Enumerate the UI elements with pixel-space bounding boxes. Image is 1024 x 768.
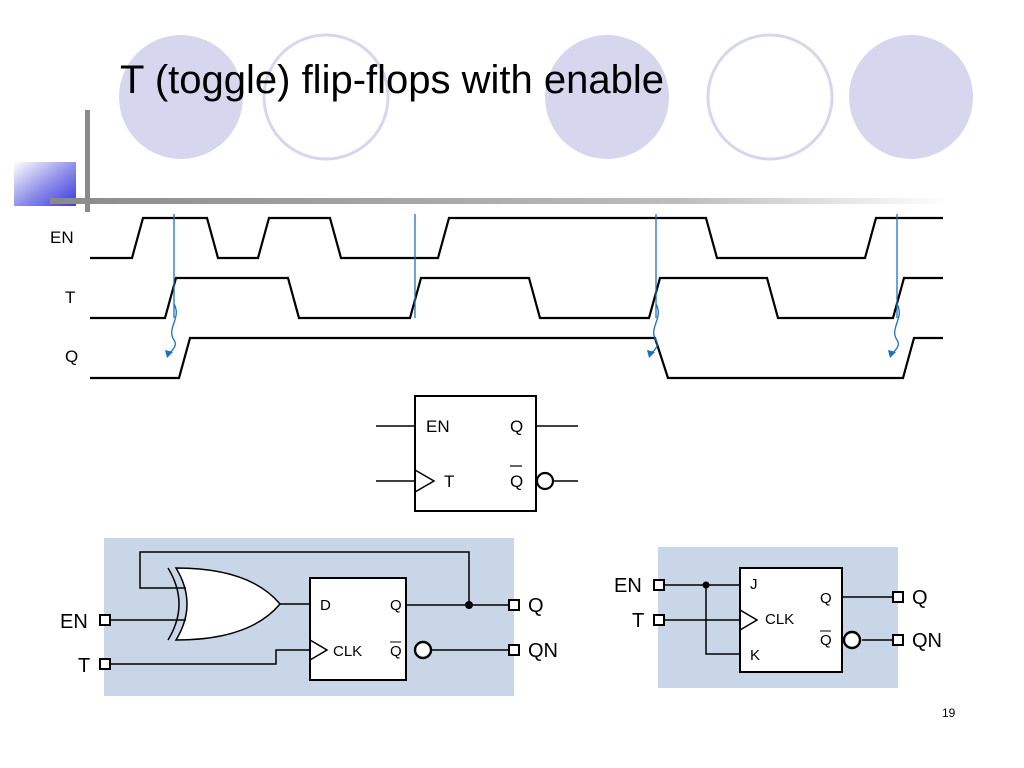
deco-horizontal-bar bbox=[50, 198, 950, 204]
t-input-port bbox=[99, 658, 111, 670]
dff-pin-clk: CLK bbox=[333, 643, 362, 660]
xor-extra-arc bbox=[167, 567, 180, 641]
jkff-pin-qn: Q bbox=[820, 632, 832, 649]
arrowhead-2 bbox=[647, 350, 655, 358]
jk-en-input-port bbox=[653, 579, 665, 591]
page-number: 19 bbox=[942, 706, 956, 720]
jk-label-q: Q bbox=[912, 587, 928, 609]
jk-q-output-port bbox=[892, 591, 904, 603]
jk-label-qn: QN bbox=[912, 630, 942, 652]
timing-label-t: T bbox=[65, 288, 75, 307]
tff-pin-en: EN bbox=[426, 417, 450, 436]
q-output-port bbox=[508, 599, 520, 611]
q-junction-dot bbox=[465, 601, 473, 609]
deco-circle-outline-2 bbox=[706, 33, 834, 161]
en-waveform bbox=[90, 216, 943, 260]
jk-junction-dot bbox=[702, 581, 710, 589]
deco-circle-outline-1 bbox=[262, 33, 390, 161]
deco-circle-filled-3 bbox=[849, 35, 973, 159]
arrowhead-3 bbox=[888, 350, 896, 358]
jk-label-t: T bbox=[632, 610, 644, 632]
feedback-wire bbox=[139, 551, 470, 605]
t-waveform bbox=[90, 276, 943, 320]
dff-qn-bubble bbox=[413, 640, 433, 660]
t-clk-wire bbox=[111, 649, 310, 665]
jkff-clock-triangle bbox=[739, 609, 759, 631]
toggle-arrow-2 bbox=[650, 303, 659, 355]
dff-box bbox=[309, 577, 407, 681]
timing-label-en: EN bbox=[50, 228, 74, 247]
xor-gate bbox=[174, 567, 281, 641]
qn-output-port bbox=[508, 644, 520, 656]
tff-pin-t: T bbox=[444, 472, 454, 491]
jk-label-en: EN bbox=[614, 575, 642, 597]
jkff-pin-q: Q bbox=[820, 590, 832, 607]
jk-qn-output-port bbox=[892, 634, 904, 646]
jkff-qn-bubble bbox=[842, 630, 862, 650]
tff-pin-q: Q bbox=[510, 417, 523, 436]
tff-clock-triangle bbox=[414, 469, 436, 493]
jkff-pin-j: J bbox=[750, 576, 758, 593]
deco-circle-filled-2 bbox=[545, 35, 669, 159]
jk-en-to-k-wire bbox=[705, 585, 740, 655]
xor-label-t: T bbox=[78, 655, 90, 677]
dff-clock-triangle bbox=[309, 639, 329, 661]
slide-title: T (toggle) flip-flops with enable bbox=[120, 58, 664, 102]
jkff-pin-clk: CLK bbox=[765, 611, 794, 628]
dff-pin-qn: Q bbox=[390, 643, 402, 660]
timing-label-q: Q bbox=[65, 347, 78, 366]
toggle-arrow-1 bbox=[168, 303, 177, 355]
dff-pin-d: D bbox=[320, 597, 331, 614]
tff-pin-qn: Q bbox=[510, 472, 523, 491]
jkff-pin-k: K bbox=[750, 647, 760, 664]
q-waveform bbox=[90, 336, 943, 380]
en-input-port bbox=[99, 614, 111, 626]
xor-label-qn: QN bbox=[528, 640, 558, 662]
toggle-arrow-3 bbox=[891, 303, 900, 355]
xor-label-q: Q bbox=[528, 595, 544, 617]
deco-vertical-bar bbox=[85, 110, 90, 212]
xor-label-en: EN bbox=[60, 611, 88, 633]
arrowhead-1 bbox=[165, 350, 173, 358]
jk-t-input-port bbox=[653, 614, 665, 626]
dff-pin-q: Q bbox=[390, 597, 402, 614]
deco-circle-filled-1 bbox=[119, 35, 243, 159]
tff-box bbox=[414, 395, 537, 512]
